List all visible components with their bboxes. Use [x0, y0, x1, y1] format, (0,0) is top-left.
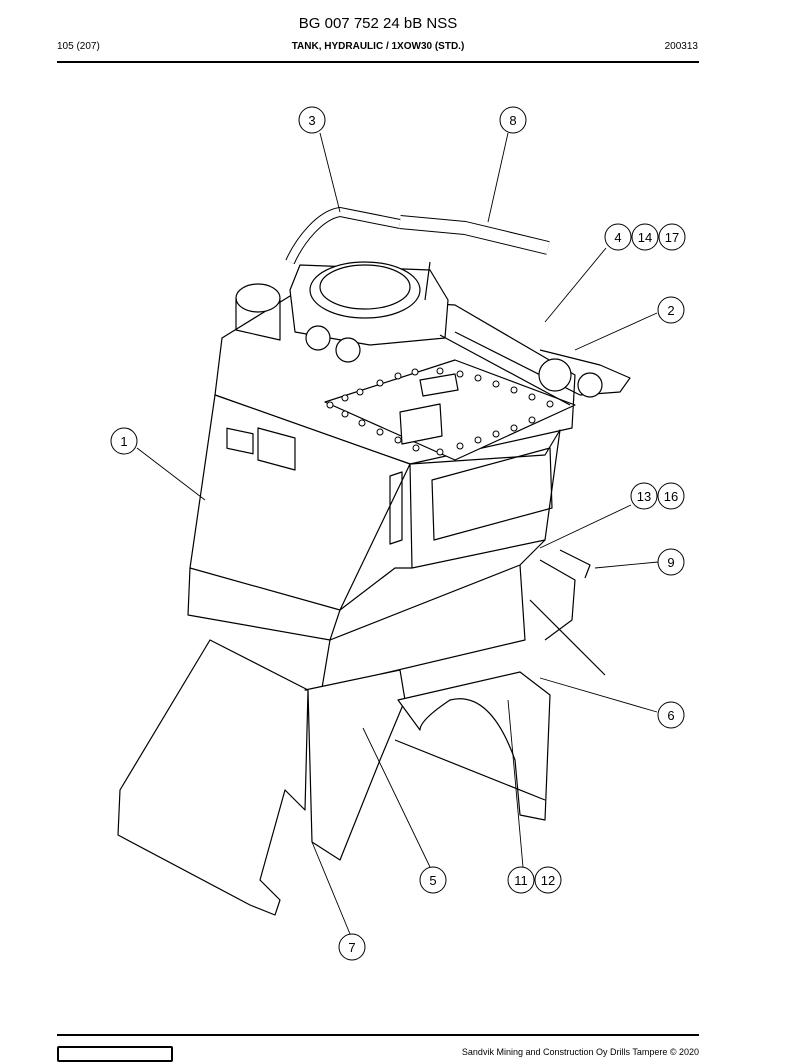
callout-9: 9: [657, 548, 685, 576]
callout-7: 7: [338, 933, 366, 961]
filter-housing: [235, 261, 449, 363]
callout-label: 4: [614, 230, 621, 245]
callout-8: 8: [499, 106, 527, 134]
callout-label: 9: [667, 555, 674, 570]
callout-3: 3: [298, 106, 326, 134]
callout-label: 14: [638, 230, 652, 245]
footer-rule: [57, 1034, 699, 1036]
document-code: 200313: [664, 41, 698, 52]
callout-label: 1: [120, 434, 127, 449]
callout-6: 6: [657, 701, 685, 729]
callout-label: 8: [509, 113, 516, 128]
callouts: 3 8 4 14 17 2 1 13 16 9 6 5 11 12 7: [110, 106, 686, 961]
tank-body: [187, 295, 576, 689]
callout-4: 4: [604, 223, 632, 251]
callout-16: 16: [657, 482, 685, 510]
callout-14: 14: [631, 223, 659, 251]
callout-2: 2: [657, 296, 685, 324]
sandvik-logo: [57, 1046, 173, 1062]
page-number: 105 (207): [57, 41, 100, 52]
callout-label: 13: [637, 489, 651, 504]
callout-5: 5: [419, 866, 447, 894]
callout-label: 17: [665, 230, 679, 245]
tank-lid: [324, 359, 576, 461]
section-title: TANK, HYDRAULIC / 1XOW30 (STD.): [291, 41, 465, 52]
callout-label: 16: [664, 489, 678, 504]
header-rule: [57, 61, 699, 63]
callout-label: 11: [514, 873, 528, 888]
callout-1: 1: [110, 427, 138, 455]
document-title: BG 007 752 24 bB NSS: [298, 15, 458, 32]
callout-label: 3: [308, 113, 315, 128]
callout-label: 6: [667, 708, 674, 723]
support-frame: [117, 549, 606, 916]
callout-label: 5: [429, 873, 436, 888]
callout-label: 2: [667, 303, 674, 318]
callout-17: 17: [658, 223, 686, 251]
callout-13: 13: [630, 482, 658, 510]
leader-lines: [136, 132, 659, 935]
callout-11: 11: [507, 866, 535, 894]
callout-12: 12: [534, 866, 562, 894]
callout-label: 12: [541, 873, 555, 888]
footer-copyright: Sandvik Mining and Construction Oy Drill…: [461, 1047, 699, 1057]
callout-label: 7: [348, 940, 355, 955]
